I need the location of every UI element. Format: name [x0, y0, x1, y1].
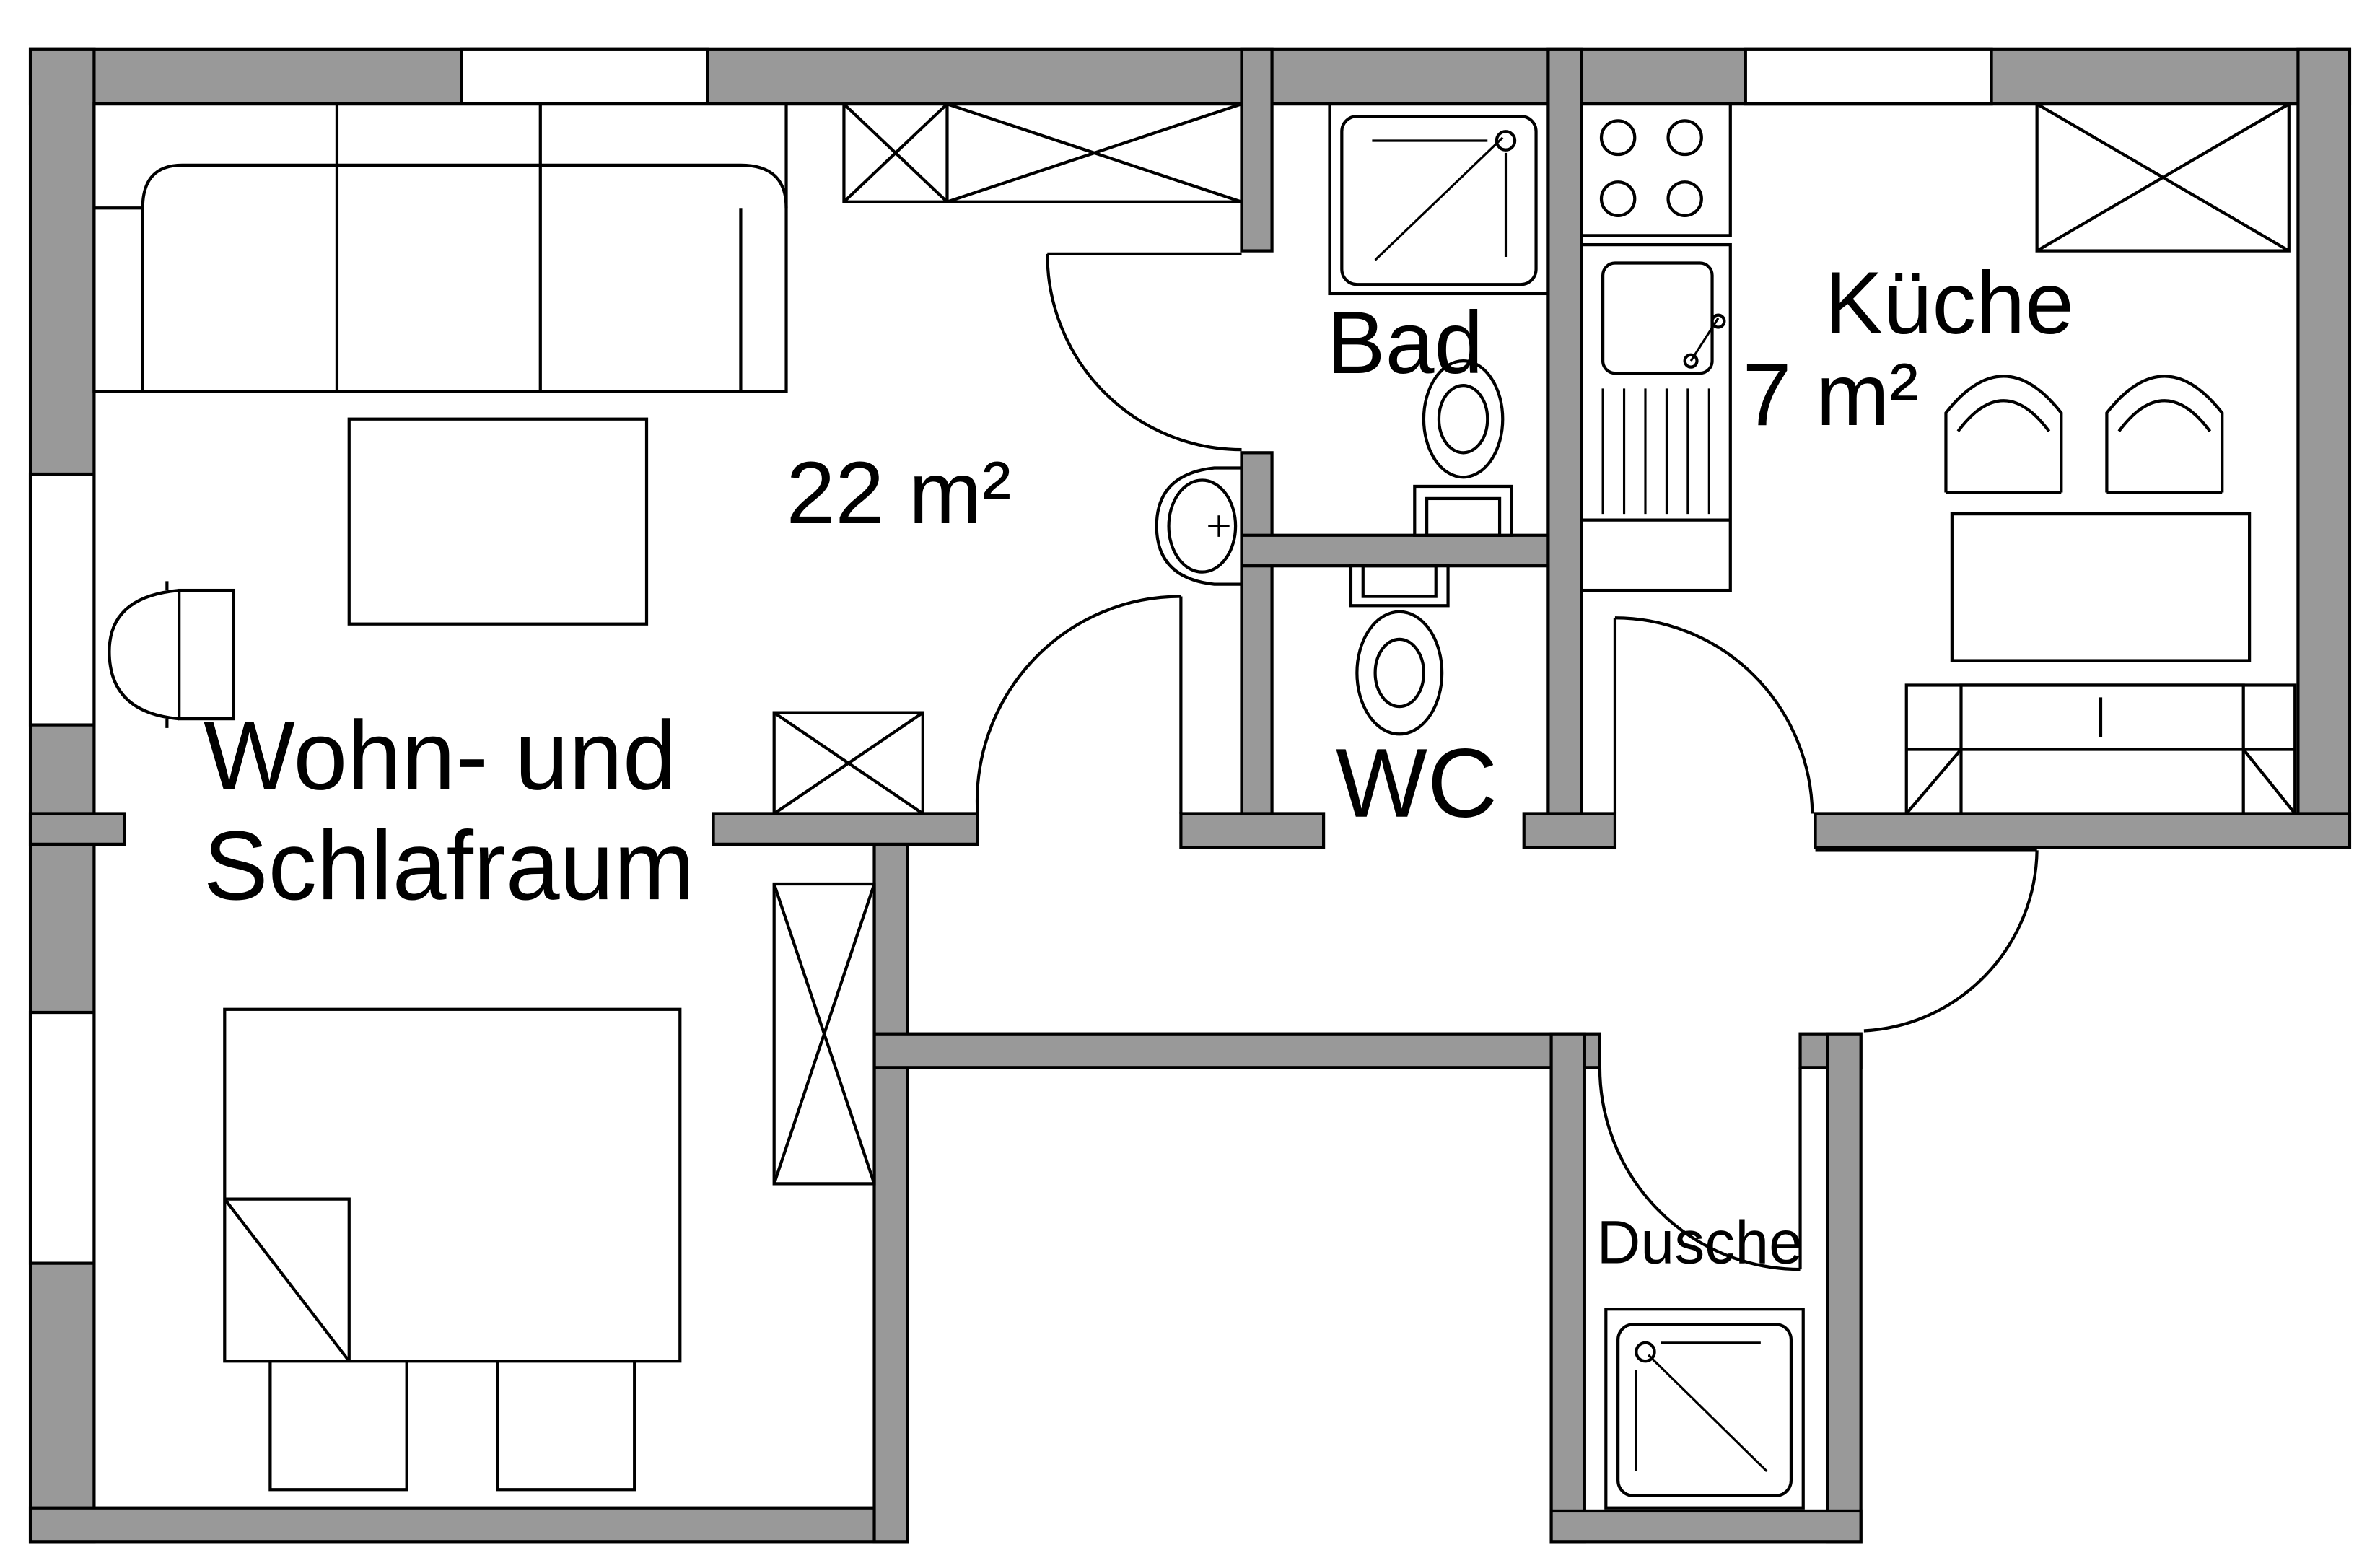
sink-counter	[1580, 242, 1732, 592]
kitchen-table	[1950, 512, 2252, 662]
room-labels: Wohn- und Schlafraum 22 m² Bad WC Küche …	[204, 253, 2074, 1277]
doors	[975, 252, 2039, 1271]
label-shower: Dusche	[1597, 1208, 1803, 1276]
cabinet-living	[772, 711, 924, 815]
walls	[28, 47, 2352, 1544]
wall-wc-door-stub	[1179, 812, 1326, 849]
door-kitchen[interactable]	[1613, 616, 1814, 814]
wall-left	[28, 47, 96, 1544]
shower-tray	[1604, 1308, 1805, 1510]
kitchen-fixtures	[1580, 102, 2297, 815]
coffee-table	[347, 417, 649, 626]
window-top-kitchen	[1744, 47, 1993, 106]
label-living-line1: Wohn- und	[204, 701, 677, 810]
wall-shower-left	[1549, 1032, 1586, 1544]
label-wc: WC	[1336, 728, 1497, 838]
label-living-area: 22 m²	[787, 442, 1012, 542]
bedroom-furniture	[223, 882, 876, 1492]
label-kitchen-area: 7 m²	[1743, 345, 1919, 445]
wardrobe-living	[842, 102, 1243, 203]
wall-bedroom-bottom	[28, 1506, 909, 1544]
wall-living-bedroom-right	[712, 812, 979, 846]
door-wc[interactable]	[975, 595, 1183, 814]
wall-wc-right-stub	[1522, 812, 1617, 849]
sink-hall	[1155, 466, 1243, 586]
wall-shower-bottom	[1549, 1509, 1863, 1544]
wall-bath-wc-divider	[1240, 533, 1556, 568]
label-kitchen: Küche	[1824, 253, 2074, 353]
door-bath[interactable]	[1046, 252, 1242, 452]
window-left-living	[28, 472, 96, 727]
armchair	[108, 581, 236, 728]
wall-hall-bottom	[872, 1032, 1601, 1069]
bath-toilet	[1413, 359, 1514, 537]
nightstands	[268, 1361, 636, 1492]
window-top-living	[460, 47, 709, 106]
wc-fixtures	[1349, 564, 1450, 736]
window-left-bedroom	[28, 1010, 96, 1265]
wall-living-bedroom-left	[28, 812, 126, 846]
wall-top	[28, 47, 2352, 106]
kitchen-chairs	[1944, 375, 2224, 494]
wall-right	[2296, 47, 2352, 849]
bath-shower-tray	[1328, 102, 1550, 296]
label-living-line2: Schlafraum	[204, 811, 695, 921]
stove	[1580, 102, 1732, 237]
wall-bath-right	[1546, 47, 1583, 849]
kitchen-cabinet	[2035, 102, 2291, 253]
bath-fixtures	[1328, 102, 1550, 537]
wall-bedroom-right	[872, 812, 909, 1544]
wall-bath-left-lower	[1240, 451, 1274, 849]
label-bath: Bad	[1326, 293, 1483, 393]
wall-bath-left-upper	[1240, 47, 1274, 253]
bed	[223, 1007, 682, 1363]
wall-shower-right	[1826, 1032, 1863, 1544]
sofa	[92, 102, 788, 393]
door-shower[interactable]	[1598, 1067, 1802, 1271]
wardrobe-bedroom	[772, 882, 876, 1186]
kitchen-bench	[1904, 683, 2297, 815]
wall-kitchen-bottom	[1814, 812, 2352, 849]
living-room-furniture	[92, 102, 1243, 815]
door-apartment[interactable]	[1815, 849, 2039, 1033]
